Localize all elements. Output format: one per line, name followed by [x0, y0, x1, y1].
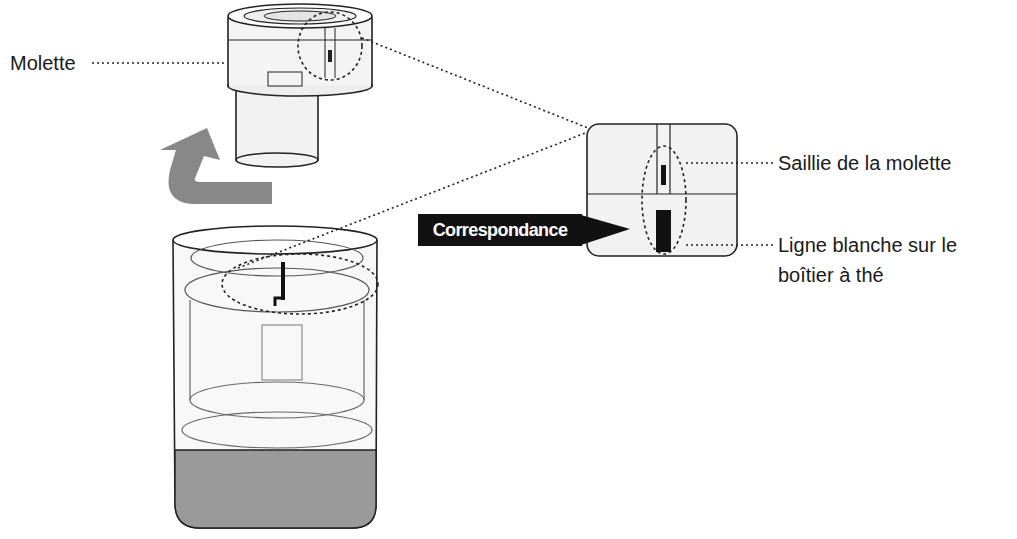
- tea-case-inner: [189, 300, 190, 400]
- part-label: Ligne blanche sur le boîtier à thé: [778, 230, 1010, 290]
- knob-top: [228, 4, 372, 28]
- part-label: Saillie de la molette: [778, 148, 1014, 178]
- tea-case-ring: [191, 240, 363, 276]
- tag-pointer: [581, 215, 630, 245]
- knob-tab: [661, 165, 666, 185]
- zoom-line: [362, 38, 588, 128]
- tag-text: Correspondance: [433, 220, 568, 241]
- part-label: Molette: [10, 48, 100, 78]
- leader-line: [686, 244, 775, 246]
- leader-line: [92, 62, 225, 64]
- tea-case: [173, 226, 378, 528]
- tea-case-ring: [182, 412, 372, 448]
- tea-case-ring: [185, 268, 369, 312]
- tea-case-inner: [363, 300, 364, 400]
- knob-edge: [228, 40, 372, 41]
- tea-case-body: [173, 240, 377, 528]
- detail-inset: [587, 124, 737, 256]
- knob-groove: [325, 28, 326, 78]
- zoom-line: [238, 132, 588, 268]
- detail-circle: [222, 254, 378, 314]
- knob-groove: [335, 28, 336, 78]
- detail-circle: [298, 12, 362, 80]
- white-line-marker: [281, 262, 285, 300]
- knob-tab: [328, 50, 332, 62]
- knob-fill: [229, 19, 371, 85]
- white-line-marker: [275, 298, 285, 306]
- inset-edge: [587, 193, 737, 194]
- rotation-arrow: [160, 128, 272, 204]
- leader-line: [686, 162, 775, 164]
- inset-groove: [669, 124, 670, 194]
- tea-case-window: [262, 325, 302, 380]
- inset-groove: [656, 124, 657, 194]
- knob-notch: [268, 72, 302, 86]
- knob: [228, 4, 372, 167]
- white-line-marker: [656, 210, 671, 252]
- knob-ring: [244, 8, 356, 24]
- tea-case-base: [175, 450, 376, 528]
- detail-circle: [642, 146, 686, 254]
- knob-stem: [236, 90, 318, 160]
- inset-frame: [587, 124, 737, 256]
- correspondence-tag: Correspondance: [418, 214, 582, 246]
- knob-stem-bottom: [236, 153, 318, 167]
